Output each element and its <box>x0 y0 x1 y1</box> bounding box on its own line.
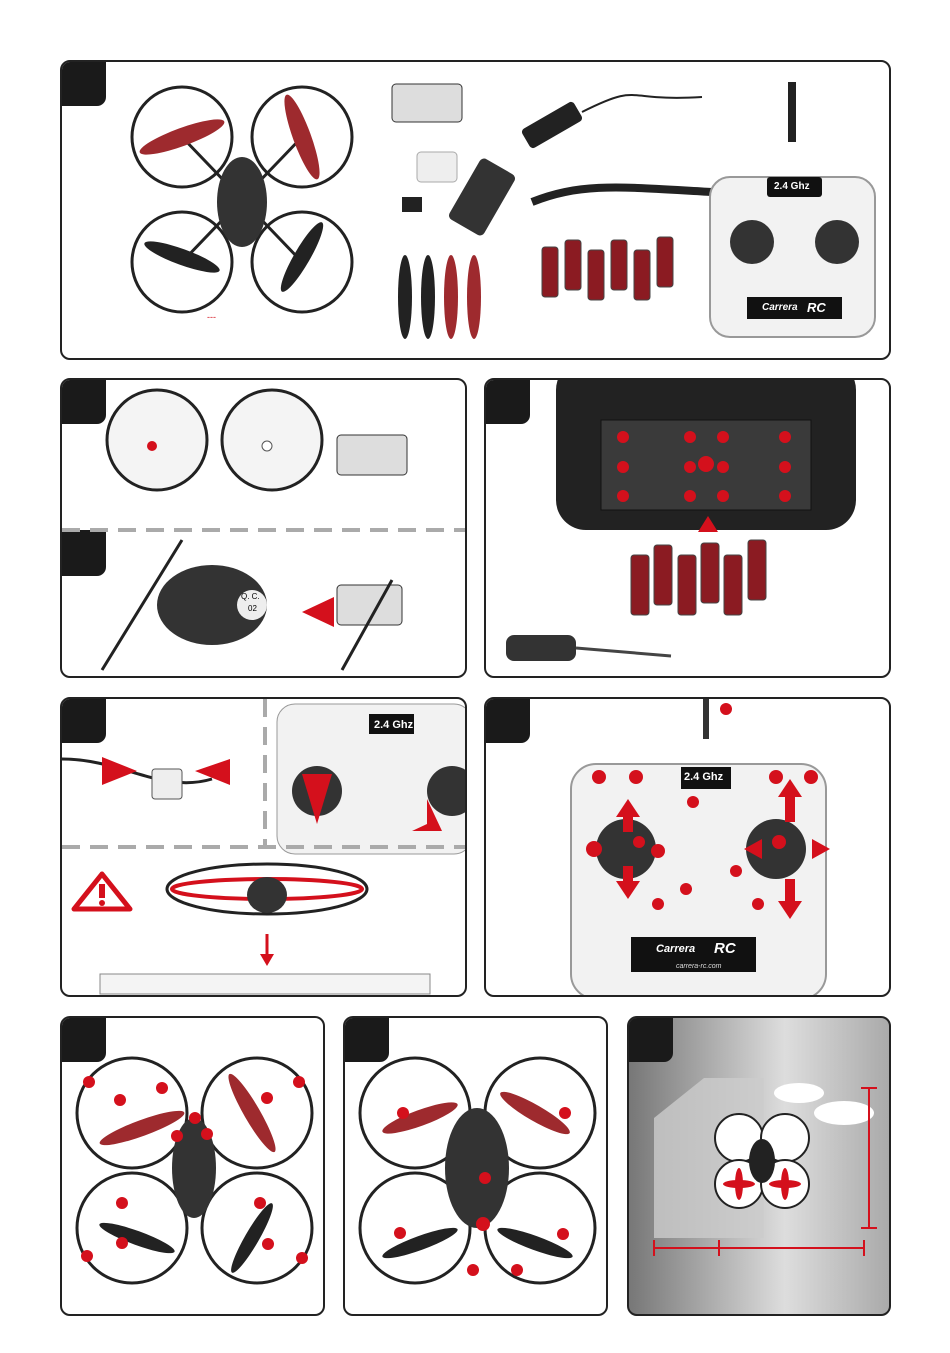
motor-label-2: 02 <box>248 604 257 613</box>
warning-icon <box>74 874 130 909</box>
contents-illustration <box>62 62 891 360</box>
flight-area-illustration <box>629 1018 891 1316</box>
drone-bottom-illustration <box>345 1018 608 1316</box>
drone-top-illustration <box>62 1018 325 1316</box>
motor-label: Q. C. <box>241 592 260 601</box>
battery-compartment-illustration <box>486 380 891 678</box>
remote-logo-label: RC <box>807 300 826 315</box>
panel-charging: Q. C. 02 <box>60 378 467 678</box>
panel-remote-batteries <box>484 378 891 678</box>
box-label: --- <box>207 312 216 322</box>
panel-drone-bottom <box>343 1016 608 1316</box>
remote-display-label: 2.4 Ghz <box>684 771 723 783</box>
remote-display-label: 2.4 Ghz <box>374 719 413 731</box>
remote-brand-label: Carrera <box>762 302 798 313</box>
remote-logo-label: RC <box>714 940 736 957</box>
charging-illustration <box>62 380 467 678</box>
panel-contents: 2.4 Ghz Carrera RC --- <box>60 60 891 360</box>
panel-flight-area <box>627 1016 891 1316</box>
remote-url-label: carrera-rc.com <box>676 963 722 970</box>
panel-connect: 2.4 Ghz <box>60 697 467 997</box>
panel-drone-top <box>60 1016 325 1316</box>
remote-display-label: 2.4 Ghz <box>774 181 810 192</box>
panel-controls: 2.4 Ghz Carrera RC carrera-rc.com <box>484 697 891 997</box>
connect-illustration <box>62 699 467 997</box>
remote-brand-label: Carrera <box>656 943 695 955</box>
